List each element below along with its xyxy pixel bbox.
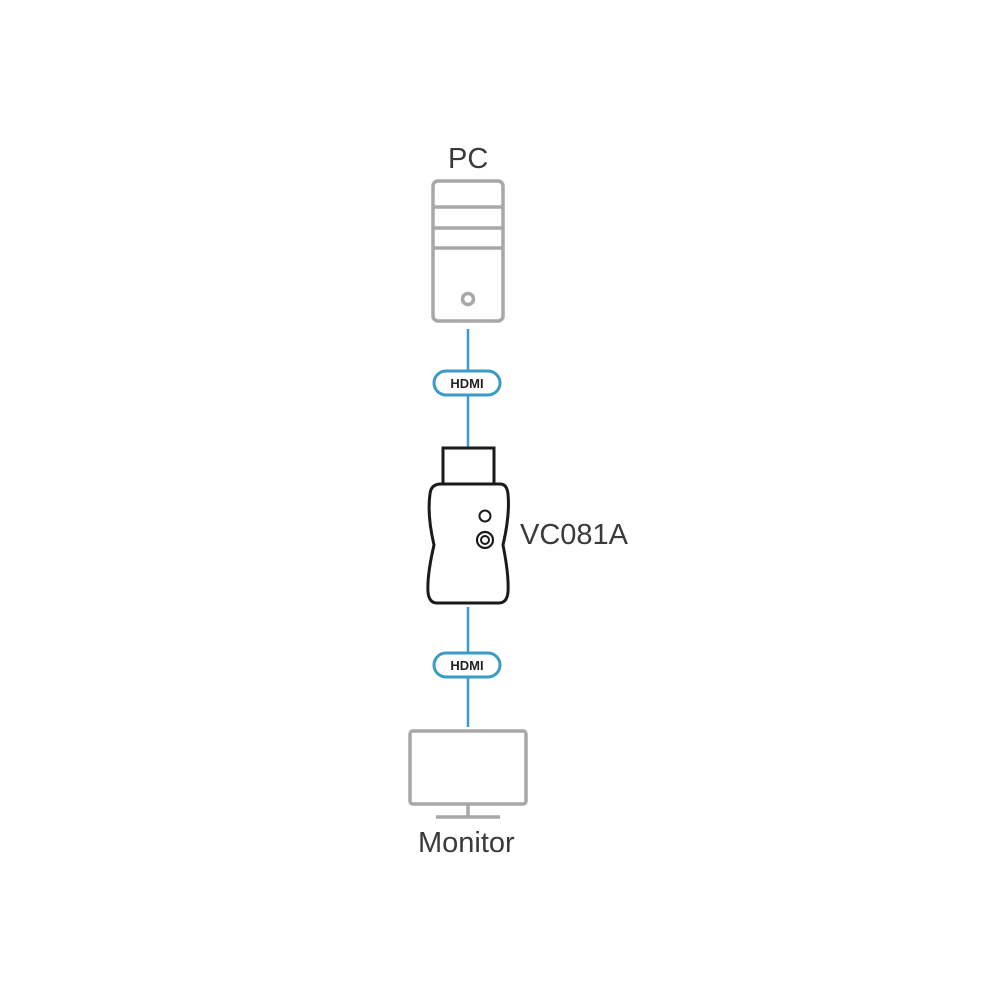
pc-tower-icon: [431, 179, 505, 323]
hdmi-tag-2-text: HDMI: [450, 658, 483, 673]
cable-device-to-monitor: HDMI: [432, 607, 502, 727]
monitor-label: Monitor: [418, 827, 515, 859]
hdmi-tag-2: [432, 651, 502, 679]
cable-pc-to-device: HDMI: [432, 329, 502, 447]
hdmi-tag-1-text: HDMI: [450, 376, 483, 391]
monitor-icon: [408, 729, 528, 819]
hdmi-adapter-icon: [426, 446, 510, 605]
pc-label: PC: [448, 143, 489, 175]
device-label: VC081A: [520, 519, 629, 551]
hdmi-tag-1: [432, 369, 502, 397]
